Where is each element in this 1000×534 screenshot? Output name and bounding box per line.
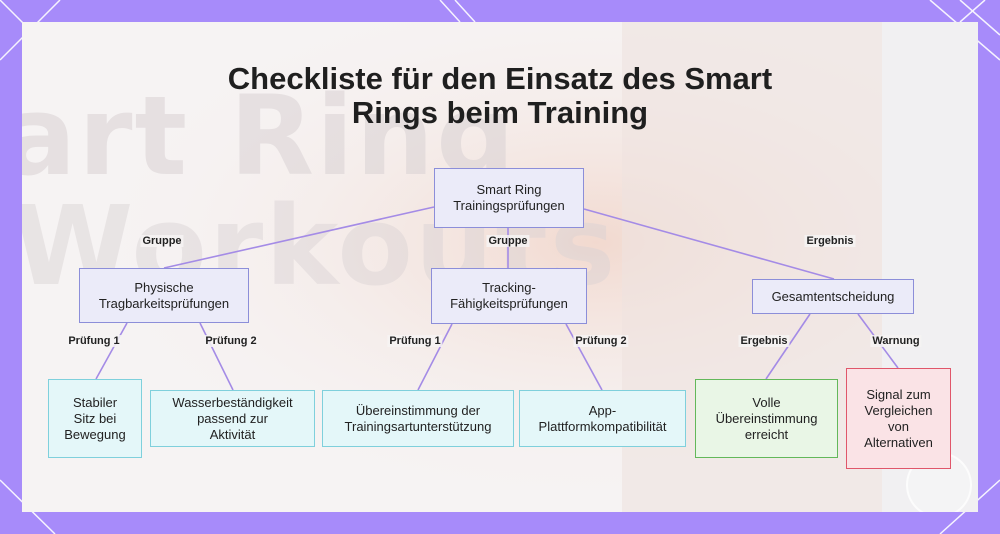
edge-label-root-tracking: Gruppe: [486, 235, 530, 247]
edge-root-physical: [163, 206, 435, 269]
node-physical-line-2: Tragbarkeitsprüfungen: [98, 295, 230, 311]
node-root-line-2: Trainingsprüfungen: [453, 198, 565, 213]
edge-physical-water: [199, 322, 234, 391]
node-tracking-line-2: Fähigkeitsprüfungen: [450, 296, 568, 311]
node-training-support: Übereinstimmung der Trainingsartunterstü…: [322, 390, 514, 447]
edge-label-decision-alt: Warnung: [870, 335, 922, 347]
node-stable-fit-line-2: Sitz bei: [73, 410, 117, 426]
node-full-match-line-2: Übereinstimmung: [715, 410, 818, 426]
edge-label-tracking-training: Prüfung 1: [387, 335, 443, 347]
node-full-match-line-3: erreicht: [744, 426, 789, 442]
node-stable-fit-line-1: Stabiler: [72, 394, 118, 410]
node-decision-line-1: Gesamtentscheidung: [771, 288, 895, 304]
node-alternatives-line-1: Signal zum: [866, 386, 931, 402]
edge-tracking-training: [417, 323, 453, 391]
node-water: Wasserbeständigkeit passend zur Aktivitä…: [150, 390, 315, 447]
background-word-1: art Ring: [22, 72, 517, 200]
node-water-line-2: passend zur: [197, 410, 268, 426]
node-physical: Physische Tragbarkeitsprüfungen: [79, 268, 249, 323]
edge-label-physical-water: Prüfung 2: [203, 335, 259, 347]
node-alternatives-line-4: Alternativen: [864, 434, 933, 450]
edge-tracking-app: [565, 323, 603, 391]
node-tracking: Tracking- Fähigkeitsprüfungen: [431, 268, 587, 324]
node-water-line-1: Wasserbeständigkeit: [172, 394, 293, 410]
title-line-1: Checkliste für den Einsatz des Smart: [227, 61, 773, 96]
edge-label-decision-full: Ergebnis: [738, 335, 790, 347]
edge-label-tracking-app: Prüfung 2: [573, 335, 629, 347]
node-full-match-line-1: Volle: [752, 394, 781, 410]
node-training-support-line-1: Übereinstimmung der: [355, 402, 481, 418]
title-line-2: Rings beim Training: [351, 95, 649, 130]
edge-root-decision: [583, 208, 835, 280]
node-decision: Gesamtentscheidung: [752, 279, 914, 314]
node-tracking-line-1: Tracking-: [482, 280, 536, 295]
node-app-compat-line-1: App-: [588, 402, 617, 418]
edge-label-physical-stable: Prüfung 1: [66, 335, 122, 347]
node-alternatives-line-2: Vergleichen: [864, 402, 933, 418]
node-physical-line-1: Physische: [134, 279, 194, 295]
page-title: Checkliste für den Einsatz des Smart Rin…: [0, 62, 1000, 130]
node-full-match: Volle Übereinstimmung erreicht: [695, 379, 838, 458]
node-stable-fit: Stabiler Sitz bei Bewegung: [48, 379, 142, 458]
node-alternatives-line-3: von: [888, 418, 909, 434]
edge-label-root-physical: Gruppe: [140, 235, 184, 247]
node-app-compat-line-2: Plattformkompatibilität: [538, 418, 667, 434]
node-water-line-3: Aktivität: [209, 426, 256, 442]
node-root-line-1: Smart Ring: [476, 182, 542, 197]
node-training-support-line-2: Trainingsartunterstützung: [344, 418, 492, 434]
edge-label-root-decision: Ergebnis: [804, 235, 856, 247]
node-app-compat: App- Plattformkompatibilität: [519, 390, 686, 447]
edge-physical-stable: [95, 322, 128, 380]
node-alternatives: Signal zum Vergleichen von Alternativen: [846, 368, 951, 469]
node-stable-fit-line-3: Bewegung: [64, 426, 126, 442]
node-root: Smart Ring Trainingsprüfungen: [434, 168, 584, 228]
